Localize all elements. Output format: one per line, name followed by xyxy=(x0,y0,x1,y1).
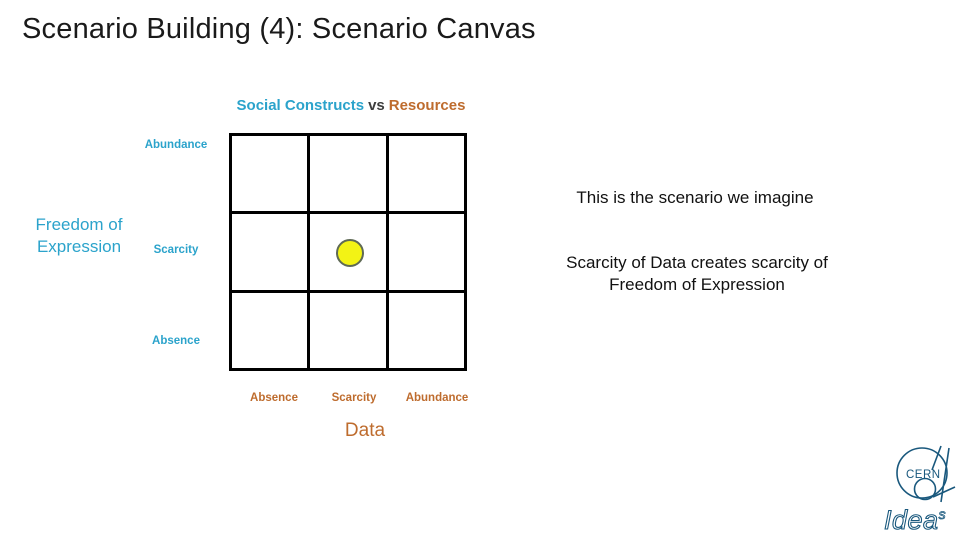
matrix-title-social-constructs: Social Constructs xyxy=(236,97,365,114)
annotation-imagine: This is the scenario we imagine xyxy=(576,188,814,207)
annotation-scenario: Scarcity of Data creates scarcity of Fre… xyxy=(566,253,828,294)
x-axis-title: Data xyxy=(344,420,386,441)
grid-cell xyxy=(310,292,386,368)
x-axis-tick-scarcity: Scarcity xyxy=(331,392,377,404)
y-axis-tick-scarcity: Scarcity xyxy=(153,244,199,256)
ideasquare-logo: Ideas xyxy=(883,504,947,536)
grid-cell xyxy=(388,292,464,368)
matrix-title-resources: Resources xyxy=(388,97,466,114)
grid-cell xyxy=(310,136,386,212)
grid-cell xyxy=(232,136,308,212)
grid-cell xyxy=(388,136,464,212)
scenario-marker-circle xyxy=(336,239,364,267)
x-axis-tick-abundance: Abundance xyxy=(405,392,469,404)
grid-cell xyxy=(388,214,464,290)
page-title: Scenario Building (4): Scenario Canvas xyxy=(22,13,536,45)
scenario-grid xyxy=(229,133,467,371)
ideasquare-logo-text: Idea xyxy=(883,504,939,535)
matrix-title-vs: vs xyxy=(368,97,385,114)
grid-cell xyxy=(232,292,308,368)
grid-cell xyxy=(232,214,308,290)
cern-logo-icon: CERN xyxy=(896,445,956,503)
y-axis-title: Freedom of Expression xyxy=(35,215,123,256)
y-axis-tick-absence: Absence xyxy=(152,335,200,347)
x-axis-tick-absence: Absence xyxy=(250,392,298,404)
ideasquare-logo-sup: s xyxy=(938,506,947,523)
y-axis-tick-abundance: Abundance xyxy=(144,139,208,151)
svg-text:CERN: CERN xyxy=(906,469,941,481)
